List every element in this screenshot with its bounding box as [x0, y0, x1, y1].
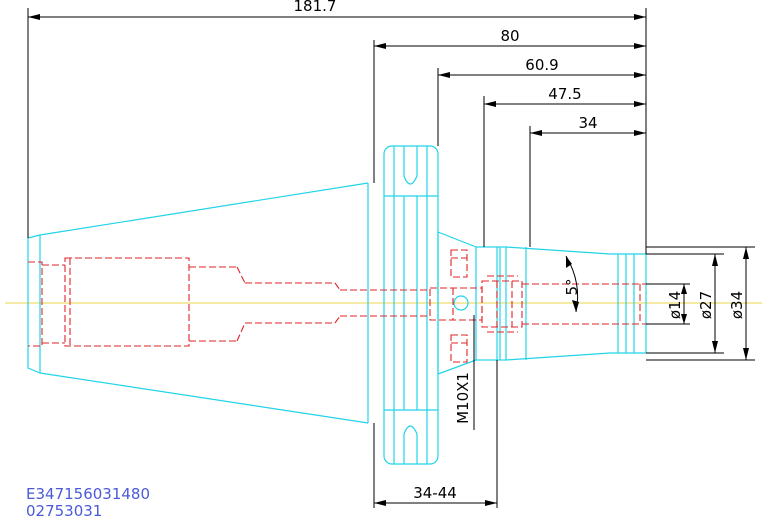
dimension-lines — [27, 8, 755, 508]
dim-80: 80 — [500, 27, 519, 45]
part-code-2: 02753031 — [26, 502, 103, 520]
dim-flange-range: 34-44 — [413, 484, 457, 502]
dim-dia-34: ø34 — [728, 291, 746, 319]
hidden-lines — [28, 249, 646, 363]
dim-angle: 5° — [563, 278, 581, 295]
dim-dia-14: ø14 — [666, 291, 684, 319]
holder-body — [27, 145, 647, 465]
dim-60-9: 60.9 — [525, 56, 558, 74]
dim-47-5: 47.5 — [548, 85, 581, 103]
dim-overall-length: 181.7 — [294, 0, 337, 15]
dimension-arrows — [28, 14, 749, 506]
part-code-1: E347156031480 — [26, 485, 150, 503]
thread-label: M10X1 — [454, 372, 472, 424]
dim-34: 34 — [578, 114, 597, 132]
dim-dia-27: ø27 — [697, 291, 715, 319]
part-codes: E347156031480 02753031 — [26, 486, 150, 520]
